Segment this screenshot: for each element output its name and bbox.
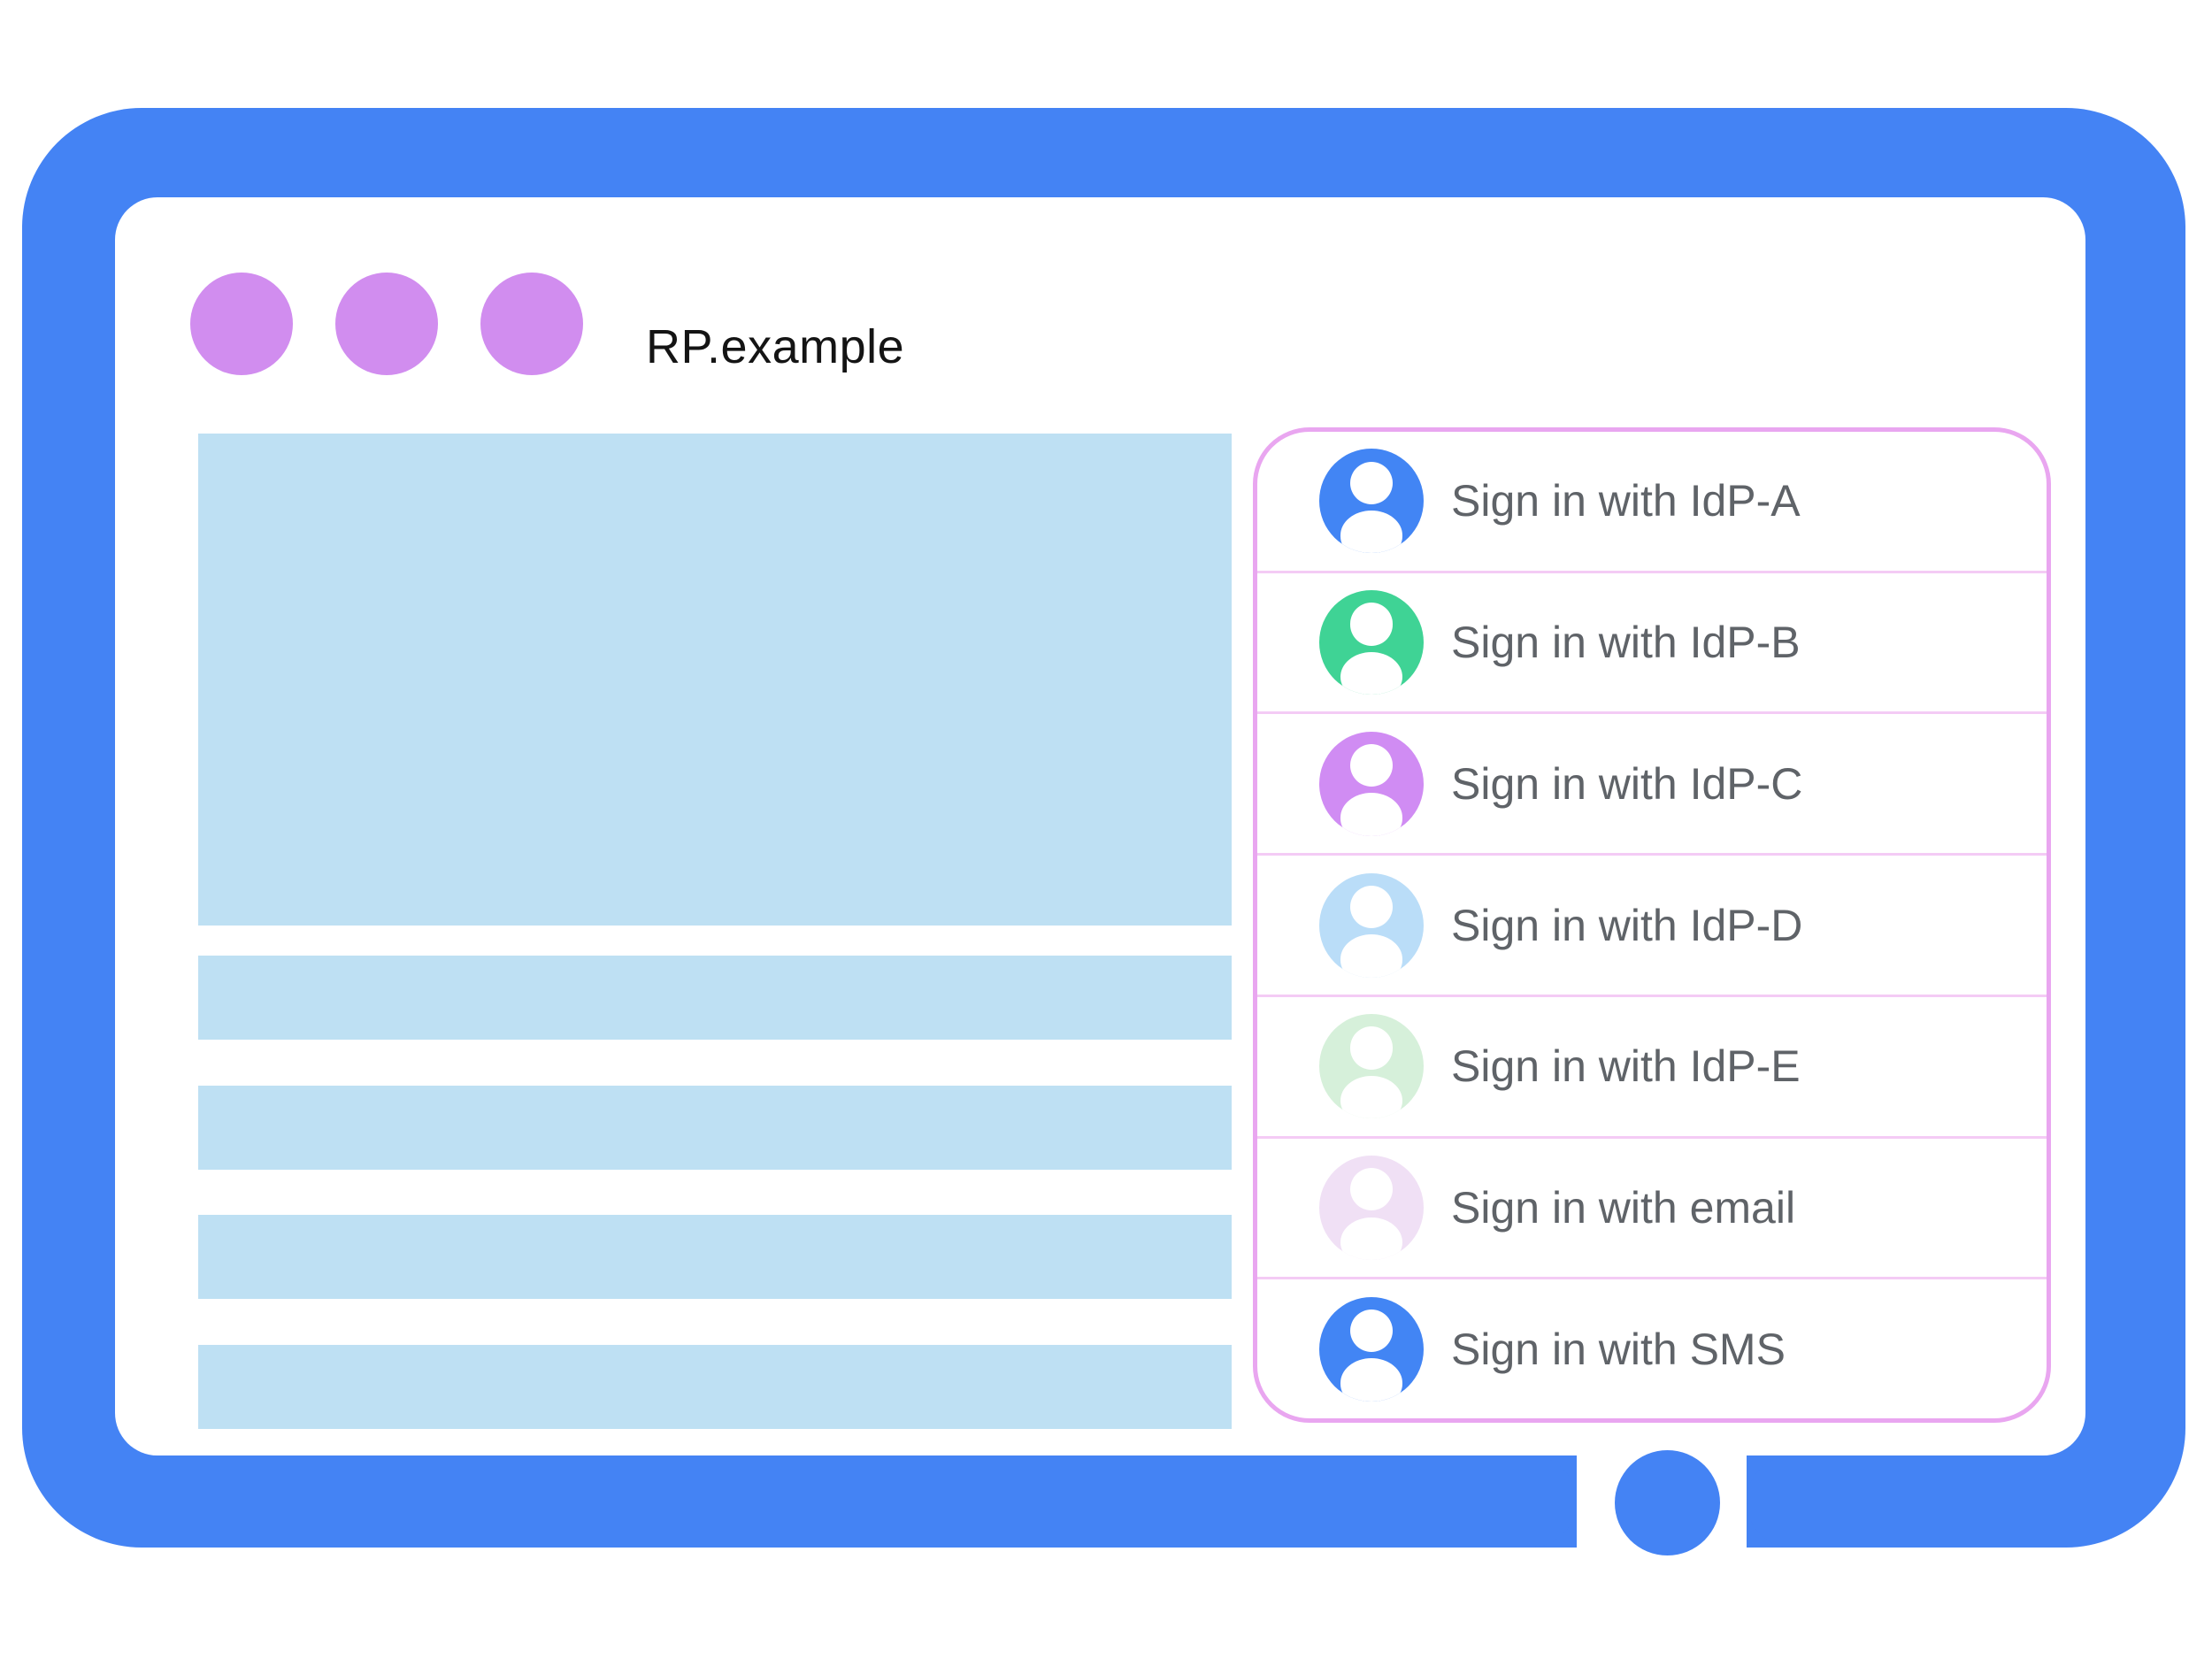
user-avatar-icon (1319, 1014, 1424, 1119)
user-avatar-icon (1319, 449, 1424, 554)
avatar-torso (1340, 793, 1403, 836)
avatar-torso (1340, 1075, 1403, 1119)
page-title: RP.example (646, 320, 905, 373)
home-button[interactable] (1615, 1450, 1720, 1555)
avatar-torso (1340, 1217, 1403, 1260)
signin-option-idp-c[interactable]: Sign in with IdP-C (1257, 714, 2047, 856)
signin-option-idp-b[interactable]: Sign in with IdP-B (1257, 573, 2047, 715)
bezel-left-end (1483, 1455, 1577, 1548)
signin-option-idp-a[interactable]: Sign in with IdP-A (1257, 432, 2047, 573)
signin-option-label: Sign in with IdP-D (1451, 900, 1803, 950)
avatar-head (1349, 1309, 1394, 1353)
avatar-torso (1340, 934, 1403, 978)
content-placeholder-hero (198, 434, 1232, 926)
avatar-head (1349, 743, 1394, 787)
window-control-dot (190, 273, 293, 375)
bezel-right-end (1747, 1455, 1840, 1548)
user-avatar-icon (1319, 731, 1424, 836)
signin-option-email[interactable]: Sign in with email (1257, 1139, 2047, 1280)
avatar-head (1349, 1168, 1394, 1211)
avatar-torso (1340, 1358, 1403, 1402)
user-avatar-icon (1319, 1296, 1424, 1402)
content-placeholder-line (198, 1086, 1232, 1170)
signin-option-idp-e[interactable]: Sign in with IdP-E (1257, 997, 2047, 1139)
user-avatar-icon (1319, 1155, 1424, 1260)
signin-option-label: Sign in with IdP-A (1451, 476, 1801, 526)
content-placeholder-line (198, 1345, 1232, 1429)
avatar-head (1349, 461, 1394, 504)
signin-option-label: Sign in with email (1451, 1182, 1796, 1233)
account-chooser-panel: Sign in with IdP-A Sign in with IdP-B Si… (1253, 427, 2051, 1423)
content-placeholder-line (198, 1215, 1232, 1299)
signin-option-label: Sign in with IdP-E (1451, 1041, 1801, 1092)
content-placeholder-line (198, 956, 1232, 1040)
avatar-torso (1340, 651, 1403, 695)
signin-option-label: Sign in with IdP-C (1451, 758, 1803, 809)
avatar-head (1349, 1026, 1394, 1070)
avatar-head (1349, 603, 1394, 646)
user-avatar-icon (1319, 872, 1424, 978)
window-control-dot (480, 273, 583, 375)
avatar-head (1349, 885, 1394, 929)
signin-option-label: Sign in with IdP-B (1451, 618, 1801, 668)
window-control-dot (335, 273, 438, 375)
signin-option-idp-d[interactable]: Sign in with IdP-D (1257, 856, 2047, 997)
signin-option-sms[interactable]: Sign in with SMS (1257, 1279, 2047, 1418)
avatar-torso (1340, 510, 1403, 554)
user-avatar-icon (1319, 590, 1424, 695)
signin-option-label: Sign in with SMS (1451, 1324, 1786, 1374)
